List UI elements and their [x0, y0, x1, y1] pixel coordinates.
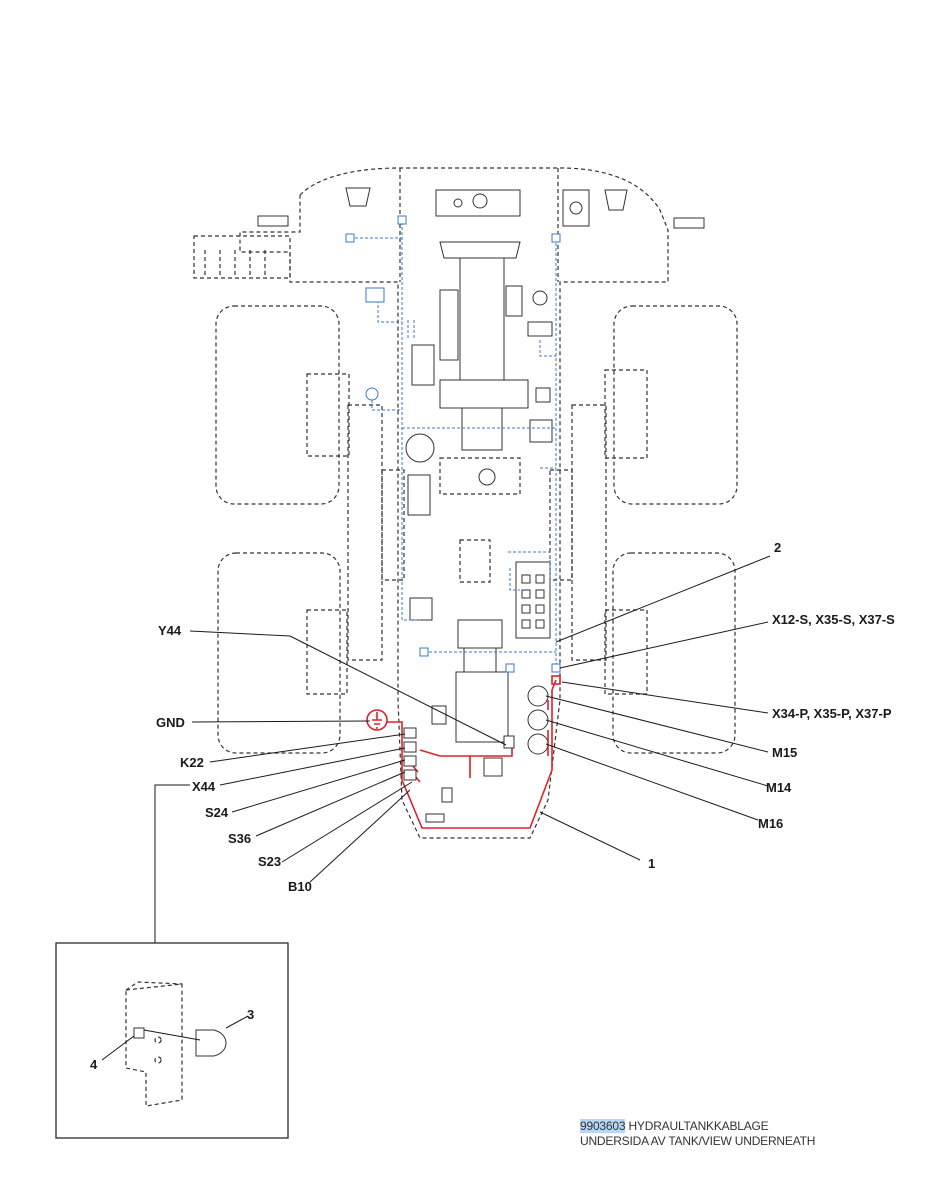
- label-x44: X44: [192, 779, 216, 794]
- leader-lines: [154, 555, 771, 943]
- label-b10: B10: [288, 879, 312, 894]
- drawing-code: 9903603: [580, 1119, 626, 1133]
- label-2: 2: [774, 540, 781, 555]
- label-m14: M14: [766, 780, 792, 795]
- signal-wiring: [345, 215, 561, 673]
- label-s23: S23: [258, 854, 281, 869]
- label-4: 4: [90, 1057, 98, 1072]
- label-gnd: GND: [156, 715, 185, 730]
- drawing-title: HYDRAULTANKKABLAGE: [628, 1119, 769, 1133]
- label-x12-x35-x37-s: X12-S, X35-S, X37-S: [772, 612, 895, 627]
- drawing-caption: 9903603 HYDRAULTANKKABLAGE UNDERSIDA AV …: [580, 1119, 815, 1149]
- label-k22: K22: [180, 755, 204, 770]
- label-s24: S24: [205, 805, 229, 820]
- wheels: [215, 305, 738, 754]
- label-3: 3: [247, 1007, 254, 1022]
- label-s36: S36: [228, 831, 251, 846]
- label-1: 1: [648, 856, 655, 871]
- caption-title-line: 9903603 HYDRAULTANKKABLAGE: [580, 1119, 815, 1134]
- label-y44: Y44: [158, 623, 182, 638]
- hydraulic-tank-harness: [366, 675, 561, 829]
- callout-labels: 2 X12-S, X35-S, X37-S Y44 GND X34-P, X35…: [90, 540, 895, 1072]
- top-components: [257, 187, 705, 823]
- label-x34-x35-x37-p: X34-P, X35-P, X37-P: [772, 706, 892, 721]
- drawing-subtitle: UNDERSIDA AV TANK/VIEW UNDERNEATH: [580, 1134, 816, 1148]
- label-m15: M15: [772, 745, 797, 760]
- label-m16: M16: [758, 816, 783, 831]
- machine-outline: [193, 167, 669, 839]
- detail-inset: [55, 942, 289, 1139]
